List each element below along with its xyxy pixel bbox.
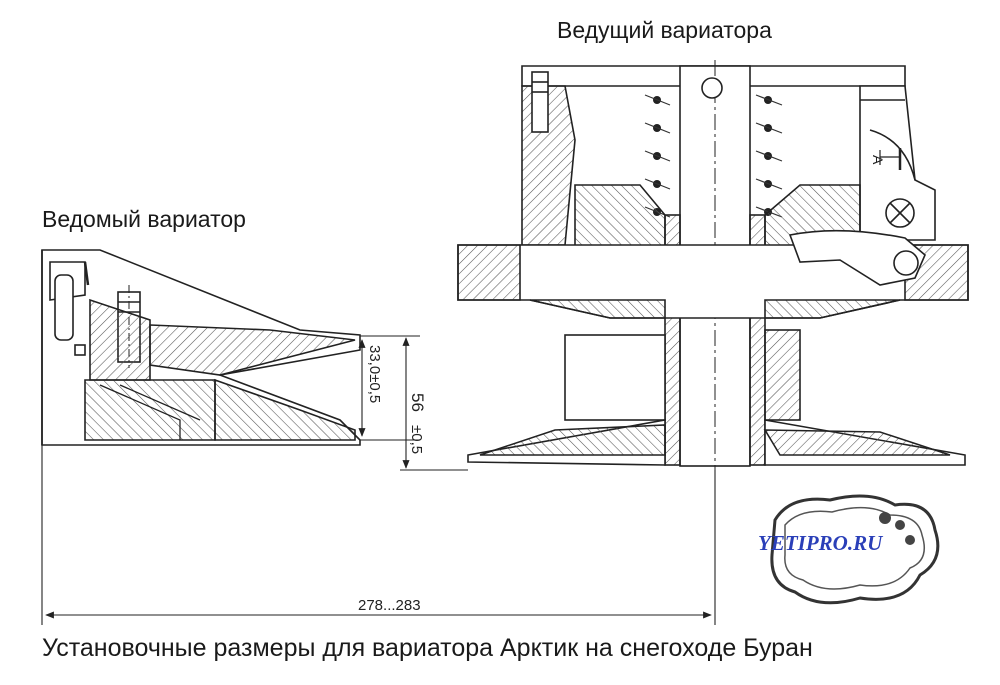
dim-offset-large-tol: ±0,5: [408, 425, 425, 454]
shaft-bolt-hole: [701, 77, 723, 99]
flyweight-arm: [788, 229, 926, 286]
watermark-text: YETIPRO.RU: [758, 531, 884, 555]
driven-pulley-title: Ведомый вариатор: [42, 206, 246, 232]
drive-pulley: [457, 60, 969, 620]
dim-offset-large: 56: [408, 393, 427, 412]
dim-center-distance: 278...283: [358, 597, 421, 614]
yetipro-watermark-logo: YETIPRO.RU: [758, 494, 940, 605]
dimension-lines: [41, 335, 716, 625]
section-mark-label: A: [870, 155, 886, 165]
drive-pulley-title: Ведущий вариатора: [557, 17, 772, 43]
dim-offset-small: 33,0±0,5: [366, 345, 383, 403]
driven-pulley: [41, 249, 361, 446]
diagram-caption: Установочные размеры для вариатора Аркти…: [42, 634, 813, 662]
